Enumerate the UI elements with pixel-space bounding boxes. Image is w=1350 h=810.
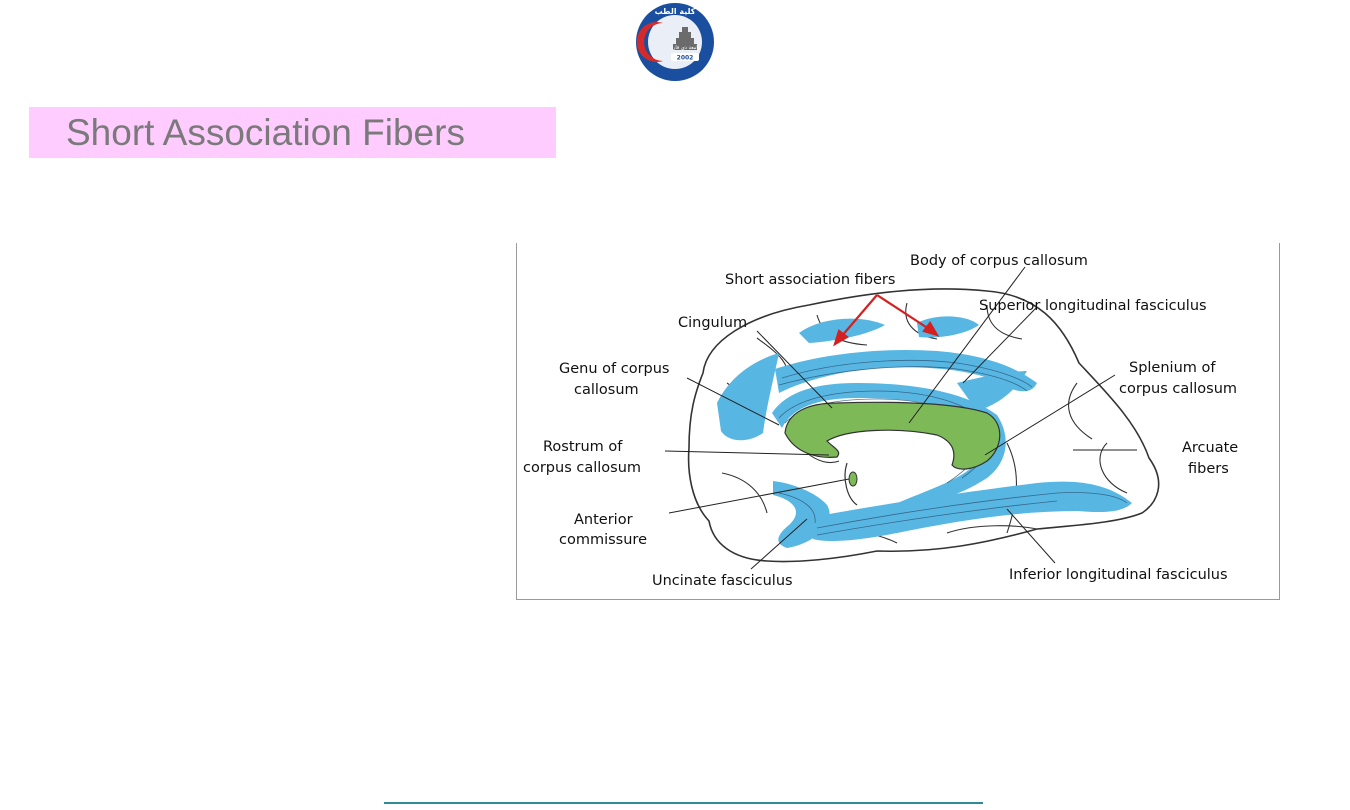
cingulum-fibers: [775, 349, 1037, 393]
logo-arabic-university: جامعة ذي قار: [672, 45, 701, 51]
footer-divider: [384, 802, 983, 804]
anterior-commissure: [848, 471, 858, 487]
corpus-callosum: [784, 401, 1001, 470]
label-genu-line-2: callosum: [574, 382, 639, 398]
arrowhead-right-icon: [922, 321, 940, 337]
short-association-fibers-left: [799, 318, 885, 343]
label-rostrum-line-2: corpus callosum: [523, 460, 641, 476]
logo-arabic-title: كلية الطب: [655, 7, 696, 16]
label-genu-line-1: Genu of corpus: [559, 361, 670, 377]
short-fiber-arrows: [833, 294, 940, 347]
section-title: Short Association Fibers: [66, 112, 465, 153]
label-arcuate-line-2: fibers: [1188, 461, 1229, 477]
label-superior-longitudinal-fasciculus: Superior longitudinal fasciculus: [979, 298, 1207, 314]
section-title-banner: Short Association Fibers: [29, 107, 556, 158]
label-splenium-line-2: corpus callosum: [1119, 381, 1237, 397]
label-cingulum: Cingulum: [678, 315, 747, 331]
label-arcuate-line-1: Arcuate: [1182, 440, 1238, 456]
crescent-icon: [636, 22, 663, 62]
year-plate: [671, 53, 699, 61]
label-uncinate-fasciculus: Uncinate fasciculus: [652, 573, 793, 589]
arrowhead-left-icon: [833, 329, 849, 347]
ziggurat-icon: [673, 27, 697, 50]
label-rostrum-line-1: Rostrum of: [543, 439, 623, 455]
fornix-outline: [844, 462, 858, 506]
superior-longitudinal-fasciculus: [957, 371, 1027, 411]
label-inferior-longitudinal-fasciculus: Inferior longitudinal fasciculus: [1009, 567, 1228, 583]
college-seal-icon: 2002 كلية الطب جامعة ذي قار: [636, 3, 714, 81]
genu-fibers: [717, 353, 779, 441]
label-short-association-fibers: Short association fibers: [725, 272, 895, 288]
label-anterior-line-1: Anterior: [574, 512, 633, 528]
leader-lines: [664, 266, 1137, 570]
brain-outline: [687, 288, 1160, 563]
label-body-corpus-callosum: Body of corpus callosum: [910, 253, 1088, 269]
brain-fibers-diagram: Body of corpus callosum Short associatio…: [516, 243, 1280, 600]
arcuate-fibers-band: [772, 383, 1006, 508]
logo-year: 2002: [677, 55, 694, 62]
label-splenium-line-1: Splenium of: [1129, 360, 1216, 376]
diagram-labels: Body of corpus callosum Short associatio…: [523, 253, 1238, 589]
college-logo: 2002 كلية الطب جامعة ذي قار: [619, 1, 731, 83]
label-anterior-line-2: commissure: [559, 532, 647, 548]
